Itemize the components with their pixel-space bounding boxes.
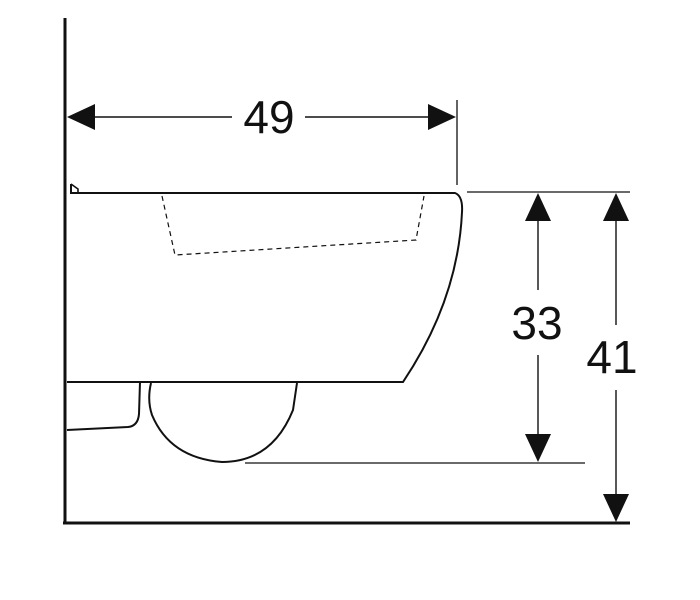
width-label: 49 <box>243 91 294 143</box>
height41-label: 41 <box>586 331 637 383</box>
rim-notch <box>70 183 79 193</box>
height33-label: 33 <box>511 297 562 349</box>
height41-arrow-top <box>603 193 629 221</box>
toilet-bowl-outline <box>67 184 464 383</box>
drain-pipe <box>66 381 141 431</box>
width-arrow-left <box>67 104 95 130</box>
height33-arrow-top <box>525 193 551 221</box>
height33-arrow-bottom <box>525 434 551 462</box>
width-arrow-right <box>428 104 456 130</box>
height41-arrow-bottom <box>603 494 629 522</box>
bowl-cavity-dashed <box>161 195 425 256</box>
siphon-trap <box>148 382 298 464</box>
